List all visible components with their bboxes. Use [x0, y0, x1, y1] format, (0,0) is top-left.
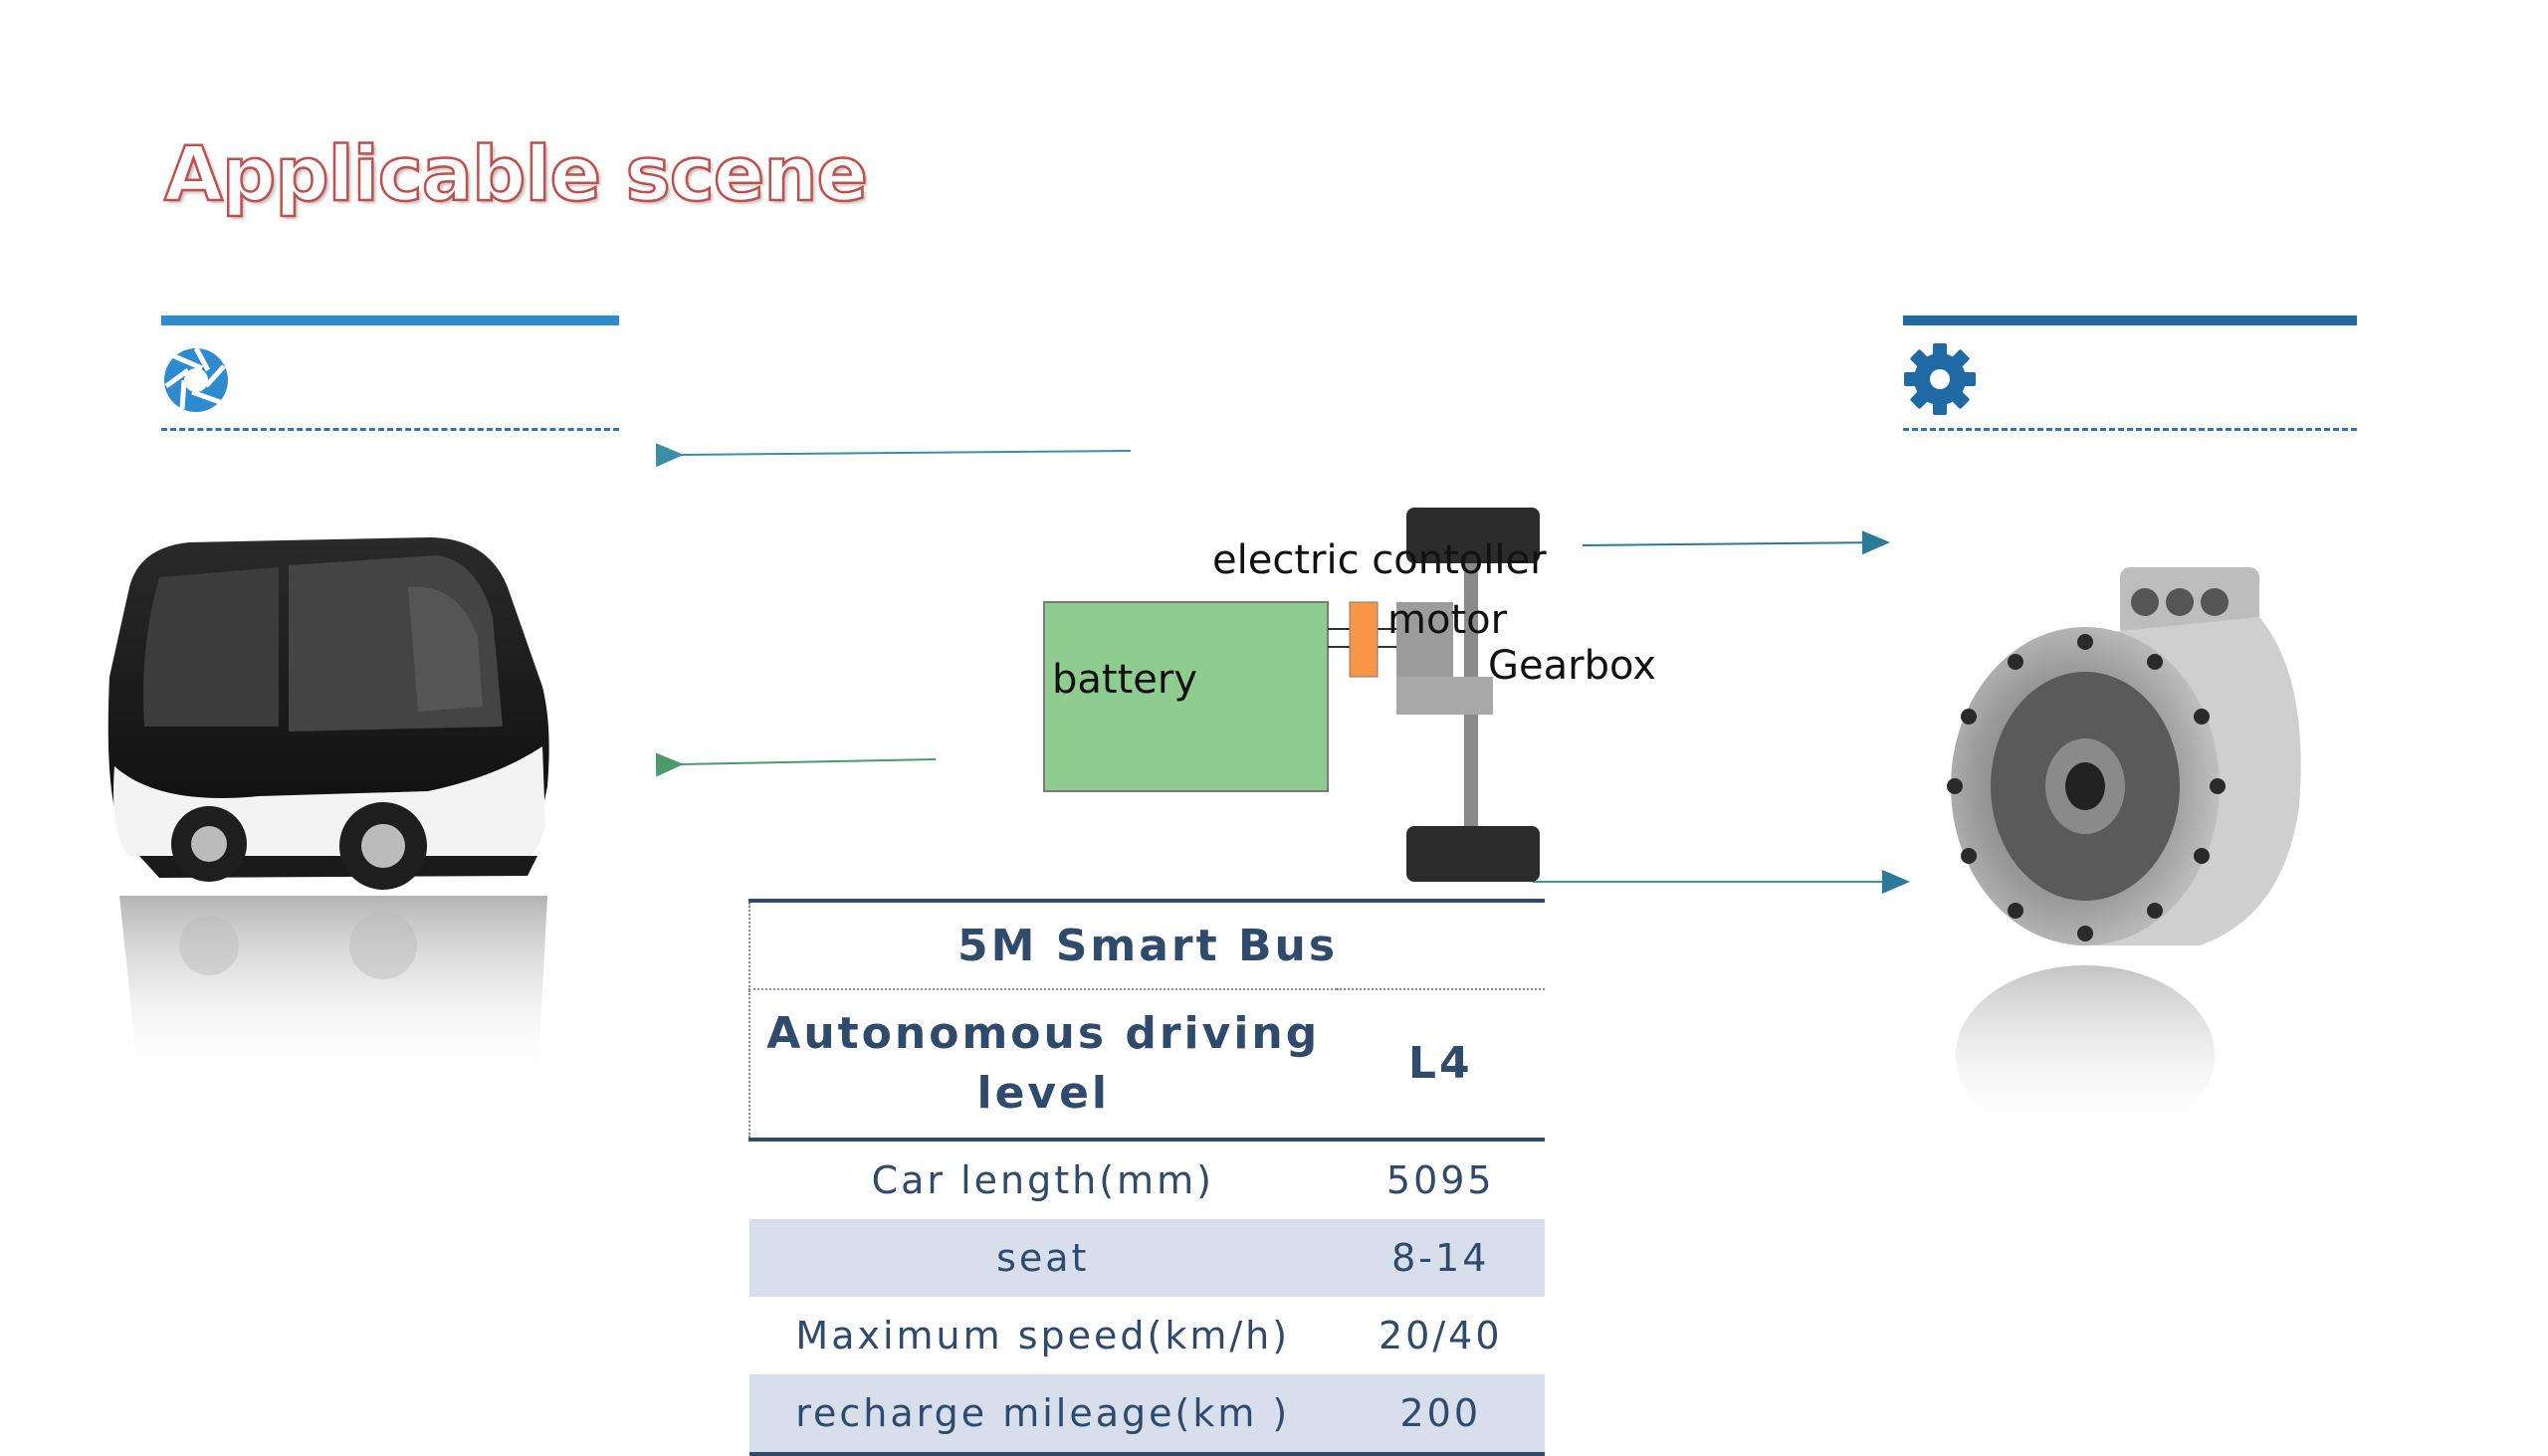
table-row: Maximum speed(km/h) 20/40	[749, 1297, 1545, 1374]
table-title: 5M Smart Bus	[748, 899, 1545, 990]
table-row: recharge mileage(km ) 200	[749, 1374, 1545, 1456]
gear-icon	[1904, 343, 1976, 415]
table-row: Car length(mm) 5095	[749, 1140, 1545, 1219]
table-cell-value: 200	[1336, 1374, 1545, 1456]
arrow-to-bus-top	[655, 443, 1132, 468]
autonomy-label: Autonomous driving level	[748, 989, 1337, 1142]
gearbox-block	[1396, 677, 1493, 715]
table-cell-value: 20/40	[1378, 1314, 1503, 1357]
wheel-bottom	[1406, 826, 1540, 882]
left-dashed-divider	[161, 428, 619, 431]
motor-label: motor	[1387, 597, 1508, 643]
table-cell-label: Car length(mm)	[871, 1158, 1214, 1202]
slide-title: Applicable scene	[163, 128, 870, 220]
right-accent-bar	[1903, 315, 2357, 325]
table-cell-label: seat	[749, 1219, 1337, 1297]
table-cell-label: recharge mileage(km )	[749, 1374, 1337, 1456]
battery-label: battery	[1052, 657, 1197, 703]
table-row: seat 8-14	[749, 1219, 1545, 1297]
gearbox-label: Gearbox	[1488, 643, 1656, 689]
table-cell-label: Maximum speed(km/h)	[795, 1314, 1291, 1357]
smart-bus-image	[107, 537, 549, 1085]
arrow-to-motor-top	[1582, 530, 1890, 555]
left-accent-bar	[161, 315, 619, 325]
drive-motor-image	[1947, 567, 2301, 1144]
arrow-to-bus-bottom	[655, 752, 937, 777]
right-dashed-divider	[1903, 428, 2357, 431]
table-cell-value: 8-14	[1336, 1219, 1545, 1297]
autonomy-value: L4	[1336, 989, 1545, 1142]
controller-label: electric contoller	[1212, 537, 1547, 583]
table-header-row: 5M Smart Bus	[748, 899, 1545, 990]
spec-table: 5M Smart Bus Autonomous driving level L4…	[748, 899, 1545, 1456]
controller-block	[1349, 601, 1379, 678]
table-cell-value: 5095	[1385, 1158, 1495, 1202]
table-subheader-row: Autonomous driving level L4	[748, 989, 1545, 1142]
aperture-icon	[164, 346, 228, 412]
